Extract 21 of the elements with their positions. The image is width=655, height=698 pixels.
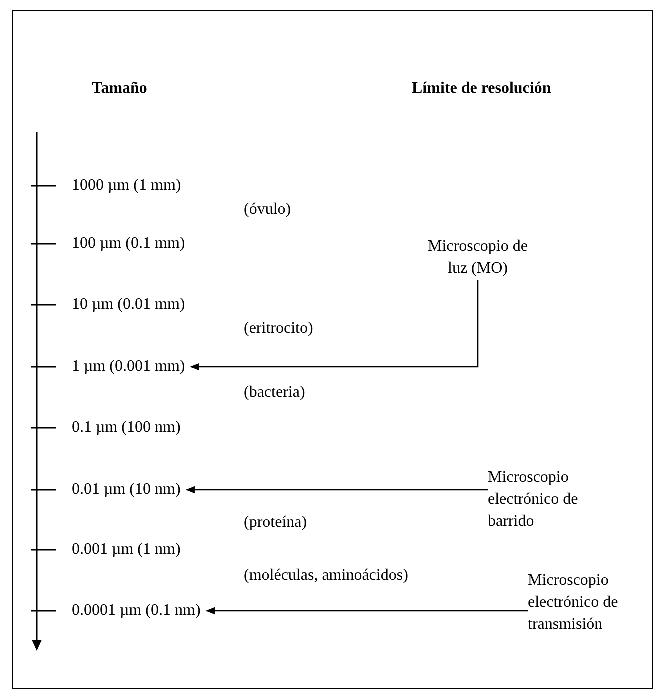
arrow bbox=[190, 280, 479, 371]
scale-value-label: 0.1 µm (100 nm) bbox=[72, 417, 181, 439]
specimen-label: (moléculas, aminoácidos) bbox=[244, 566, 408, 586]
scale-value-label: 1000 µm (1 mm) bbox=[72, 175, 182, 197]
scale-value-label: 0.0001 µm (0.1 nm) bbox=[72, 600, 201, 622]
microscope-label: Microscopio de luz (MO) bbox=[425, 236, 531, 280]
specimen-label: (eritrocito) bbox=[244, 319, 314, 339]
scale-value-label: 0.01 µm (10 nm) bbox=[72, 479, 181, 501]
scale-value-label: 0.001 µm (1 nm) bbox=[72, 539, 181, 561]
specimen-label: (óvulo) bbox=[244, 200, 292, 220]
microscope-label: Microscopio electrónico de transmisión bbox=[528, 570, 646, 636]
column-heading: Límite de resolución bbox=[412, 79, 552, 99]
column-heading: Tamaño bbox=[92, 79, 148, 99]
specimen-label: (proteína) bbox=[244, 513, 308, 533]
arrow bbox=[206, 607, 528, 615]
scale-value-label: 100 µm (0.1 mm) bbox=[72, 233, 186, 255]
microscope-label: Microscopio electrónico de barrido bbox=[488, 467, 613, 533]
specimen-label: (bacteria) bbox=[244, 383, 306, 403]
arrow bbox=[186, 486, 488, 494]
scale-value-label: 1 µm (0.001 mm) bbox=[72, 356, 186, 378]
scale-value-label: 10 µm (0.01 mm) bbox=[72, 294, 186, 316]
